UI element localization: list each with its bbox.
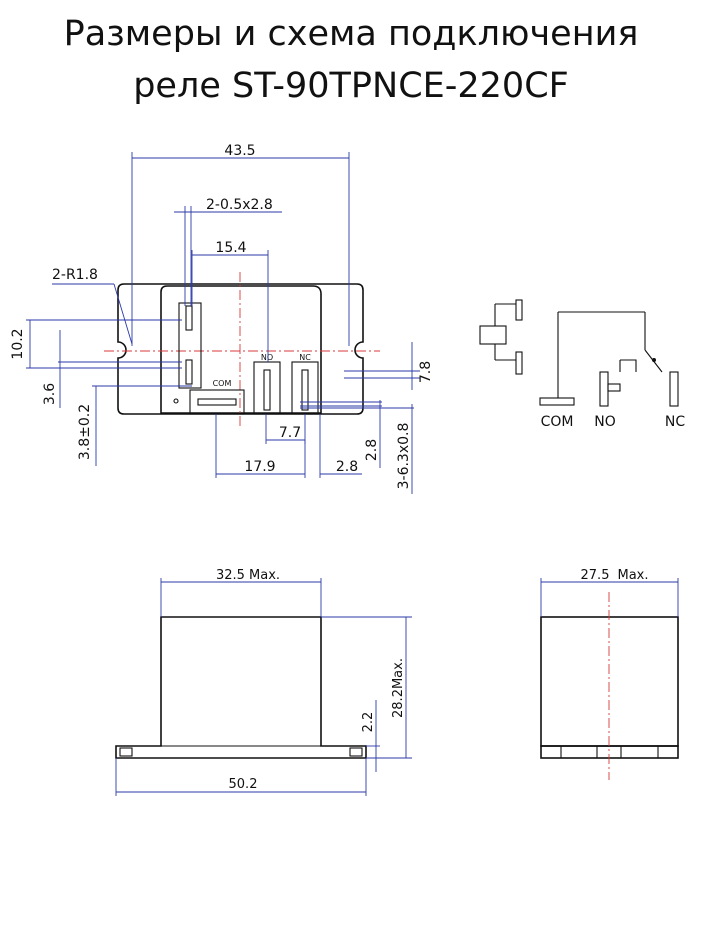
com-terminal-symbol [539,397,575,406]
coil-pin-block [178,302,202,389]
top-view-body [117,283,364,415]
coil-terminal-top [515,299,523,321]
schematic-label-nc: NC [665,414,685,430]
dim-3-8: 3.8±0.2 [77,404,93,460]
coil-pin-2 [185,359,193,385]
nc-terminal-symbol [669,371,679,407]
dim-2-2: 2.2 [361,712,376,733]
front-view: 32.5 Max. 28.2Max. 2.2 50.2 [115,568,412,796]
coil-icon [479,325,507,345]
front-view-body [115,616,367,759]
no-terminal [253,361,281,415]
dim-2-8-v: 2.8 [364,439,380,461]
dim-50-2: 50.2 [229,777,258,792]
side-view-body [540,616,679,747]
dim-17-9: 17.9 [244,459,275,475]
wiring-schematic: COM NO NC [479,299,685,430]
dim-terminals: 3-6.3x0.8 [396,423,412,490]
coil-pin-1 [185,305,193,331]
title-line-2: реле ST-90TPNCE-220CF [133,66,569,106]
no-terminal-blade [263,369,271,411]
dim-27-5: 27.5 [581,568,610,583]
top-view-cover [160,285,322,414]
switch-pivot [652,358,656,362]
dim-43-5: 43.5 [224,143,255,159]
nc-terminal-blade [301,369,309,411]
schematic-label-com: COM [541,414,574,430]
dim-27-5-suffix: Max. [617,568,648,583]
side-view: 27.5 Max. [540,568,679,780]
label-nc: NC [299,353,311,362]
com-terminal-blade [197,398,237,406]
side-view-base [540,745,679,759]
schematic-label-no: NO [594,414,616,430]
marker-dot [173,398,179,404]
label-com: COM [213,379,232,388]
no-terminal-symbol [599,371,609,407]
dim-pin-size: 2-0.5x2.8 [206,197,273,213]
dim-7-7: 7.7 [279,425,301,441]
dim-32-5: 32.5 Max. [216,568,280,583]
label-no: NO [261,353,273,362]
dim-15-4: 15.4 [215,240,246,256]
dim-3-6: 3.6 [42,383,58,405]
dim-28-2: 28.2Max. [391,658,406,718]
dim-7-8: 7.8 [418,361,434,383]
dim-2-8-h: 2.8 [336,459,358,475]
top-view: NO NC COM 43.5 2-0.5x2.8 15.4 2-R1.8 10.… [10,143,434,494]
dim-radius: 2-R1.8 [52,267,98,283]
com-terminal [189,389,245,415]
title-line-1: Размеры и схема подключения [63,14,639,54]
coil-terminal-bottom [515,351,523,375]
dim-10-2: 10.2 [10,328,26,359]
